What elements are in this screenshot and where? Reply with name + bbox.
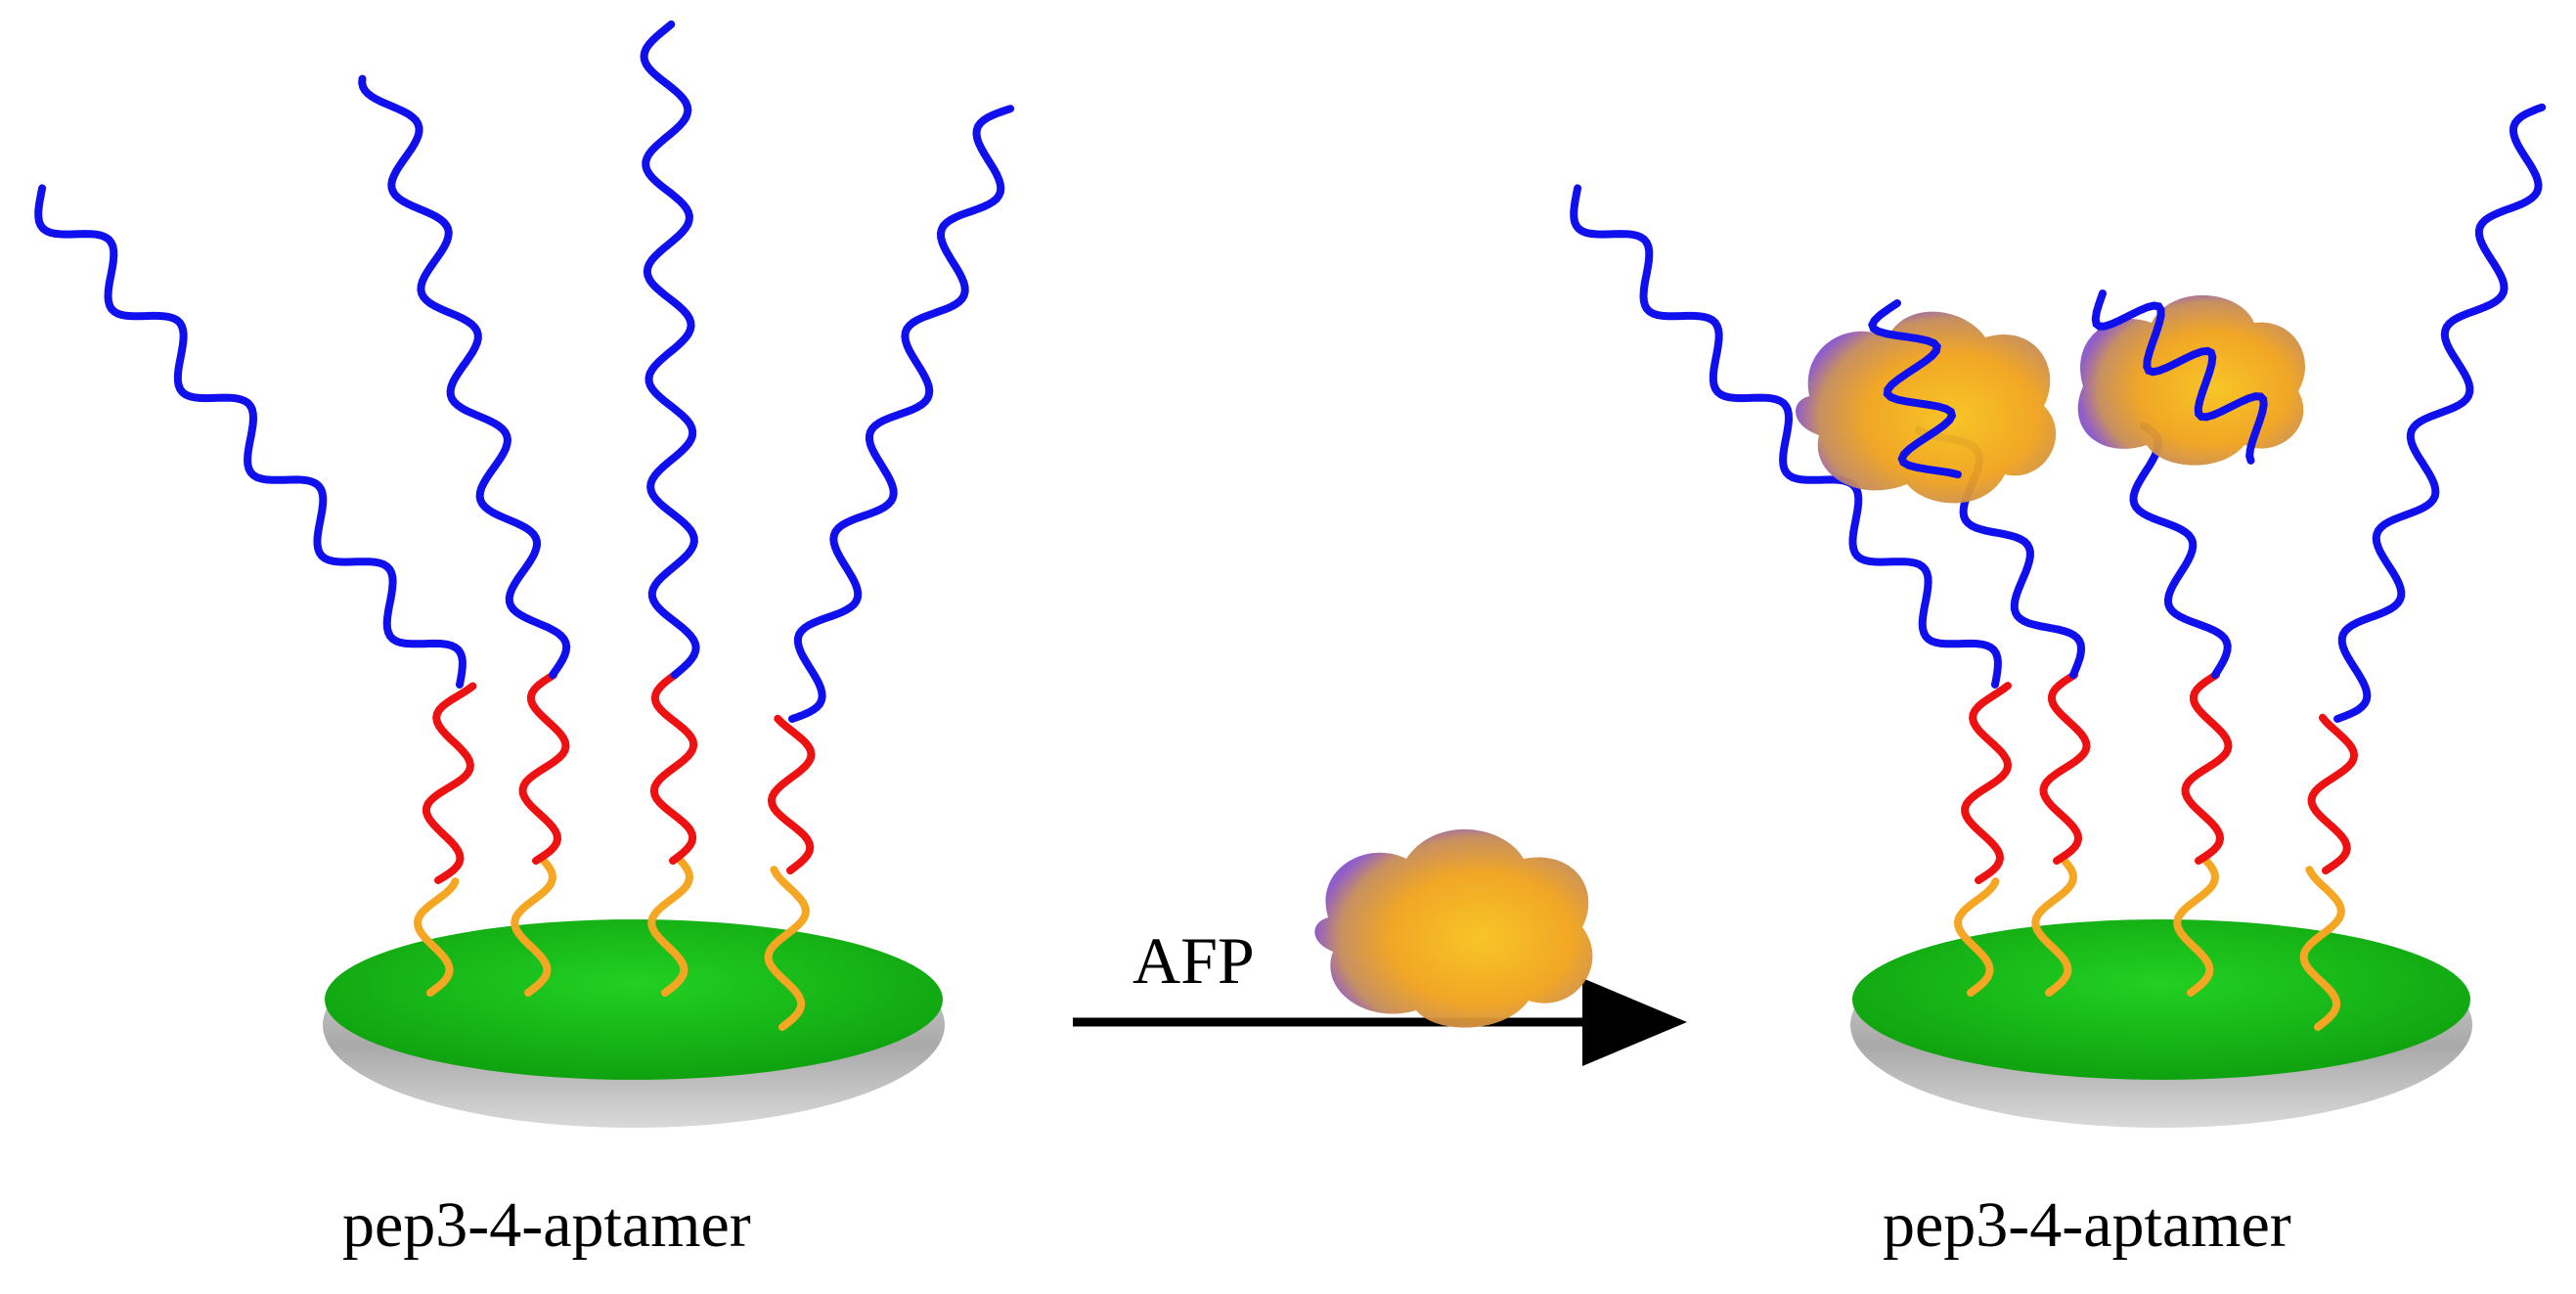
right-aptamer-strand-3 bbox=[2129, 422, 2232, 679]
right-surface-disc bbox=[1850, 919, 2472, 1128]
left-surface-disc bbox=[323, 919, 945, 1128]
right-linker-segment-4 bbox=[2299, 866, 2345, 1031]
wrapped-loop-1 bbox=[1868, 299, 1962, 479]
left-panel-caption: pep3-4-aptamer bbox=[342, 1189, 751, 1261]
arrow-label-afp: AFP bbox=[1133, 923, 1255, 998]
left-peptide-segment-4 bbox=[767, 714, 816, 874]
left-aptamer-strands bbox=[34, 20, 1015, 1031]
afp-protein-icon bbox=[1314, 828, 1593, 1028]
right-peptide-segment-2 bbox=[2039, 671, 2091, 865]
right-aptamer-strand-1 bbox=[1570, 184, 2002, 689]
right-linker-segment-2 bbox=[2031, 857, 2078, 997]
left-panel bbox=[34, 20, 1015, 1128]
left-linker-segment-4 bbox=[764, 866, 810, 1031]
right-aptamer-strand-4 bbox=[2333, 103, 2547, 723]
bound-afp-protein-2 bbox=[2077, 294, 2306, 466]
right-peptide-segment-4 bbox=[2307, 713, 2359, 874]
right-peptide-segment-3 bbox=[2181, 671, 2233, 865]
left-peptide-segment-1 bbox=[422, 682, 477, 884]
right-peptide-segment-1 bbox=[1961, 682, 2013, 884]
wrapped-loop-2 bbox=[2091, 290, 2268, 465]
right-panel bbox=[1570, 103, 2547, 1128]
right-linker-segment-3 bbox=[2173, 857, 2220, 997]
left-aptamer-strand-2 bbox=[358, 74, 571, 679]
left-linker-segment-3 bbox=[647, 857, 694, 997]
reaction-arrow bbox=[1073, 978, 1687, 1066]
left-aptamer-strand-1 bbox=[34, 184, 466, 689]
right-linker-segment-1 bbox=[1953, 877, 2000, 997]
left-aptamer-strand-3 bbox=[640, 20, 700, 679]
right-panel-caption: pep3-4-aptamer bbox=[1883, 1189, 2291, 1261]
wrapped-aptamer-loops bbox=[1868, 290, 2268, 479]
right-aptamer-strands bbox=[1570, 103, 2547, 1031]
left-linker-segment-1 bbox=[413, 877, 460, 997]
left-peptide-segment-3 bbox=[649, 671, 698, 865]
left-linker-segment-2 bbox=[511, 857, 557, 997]
left-peptide-segment-2 bbox=[518, 671, 570, 865]
left-aptamer-strand-4 bbox=[788, 105, 1015, 723]
